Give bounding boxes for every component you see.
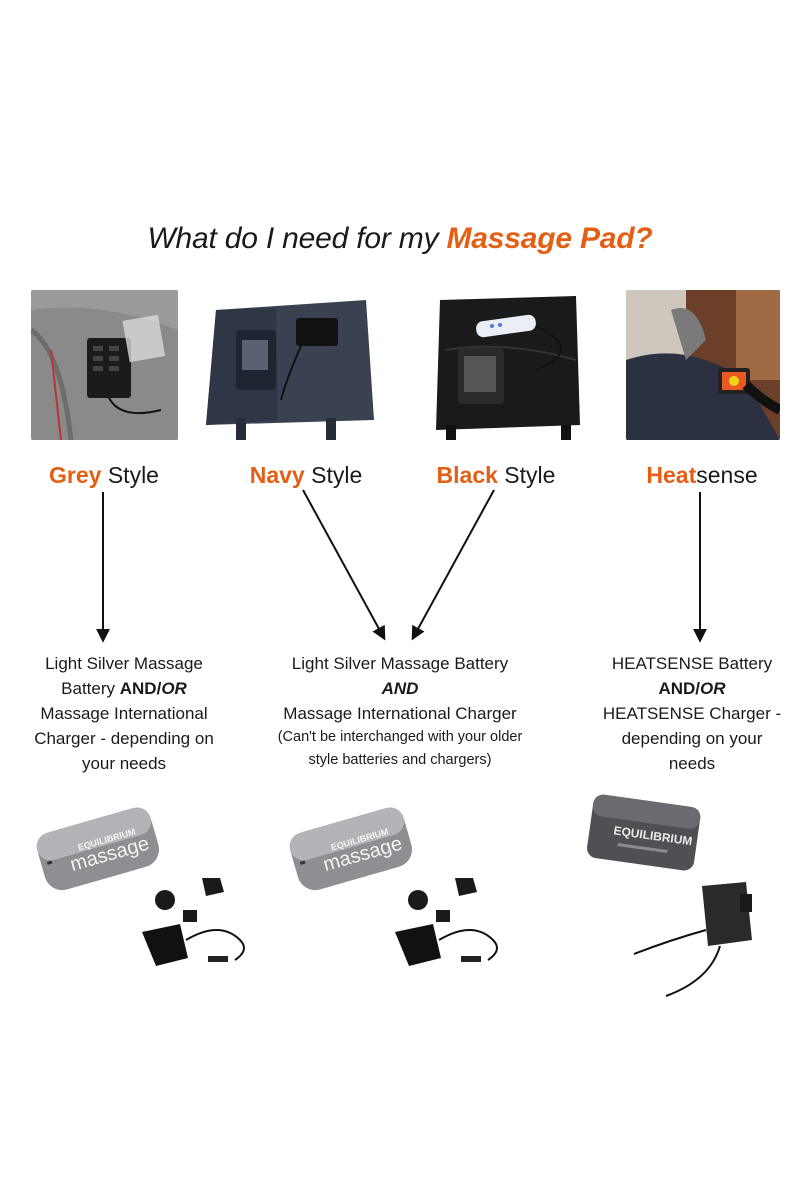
charger-middle: [395, 878, 498, 966]
title-accent: Massage Pad?: [446, 222, 653, 255]
heatsense-photo: [626, 290, 780, 440]
heatsense-pad-image: [626, 290, 780, 440]
product-set-right: EQUILIBRIUM: [587, 794, 752, 997]
silver-battery-left: EQUILIBRIUM massage: [36, 807, 160, 891]
arrow-navy: [302, 489, 386, 641]
heatsense-battery: EQUILIBRIUM: [587, 794, 701, 871]
grey-pad-image: [31, 290, 178, 440]
charger-left: [142, 878, 245, 966]
product-set-left: EQUILIBRIUM massage: [36, 807, 245, 966]
option-heatsense-desc: HEATSENSE Battery AND/OR HEATSENSE Charg…: [602, 654, 782, 773]
black-pad-image: [436, 290, 580, 440]
navy-style-photo: [206, 290, 376, 440]
product-set-middle: EQUILIBRIUM massage: [289, 807, 498, 966]
style-label-black: Black Style: [436, 462, 556, 488]
navy-pad-image: [206, 290, 376, 440]
arrow-black: [411, 489, 495, 641]
silver-battery-middle: EQUILIBRIUM massage: [289, 807, 413, 891]
title-prefix: What do I need for my: [147, 222, 447, 255]
page-title: What do I need for my Massage Pad?: [0, 222, 800, 256]
black-style-photo: [436, 290, 580, 440]
heatsense-charger: [633, 882, 752, 997]
style-label-navy: Navy Style: [249, 462, 363, 488]
option-navy-black-desc: Light Silver Massage Battery AND Massage…: [277, 654, 523, 768]
style-label-heatsense: Heatsense: [646, 462, 758, 488]
option-grey-desc: Light Silver Massage Battery AND/OR Mass…: [34, 654, 214, 773]
grey-style-photo: [31, 290, 178, 440]
style-label-grey: Grey Style: [49, 462, 159, 488]
